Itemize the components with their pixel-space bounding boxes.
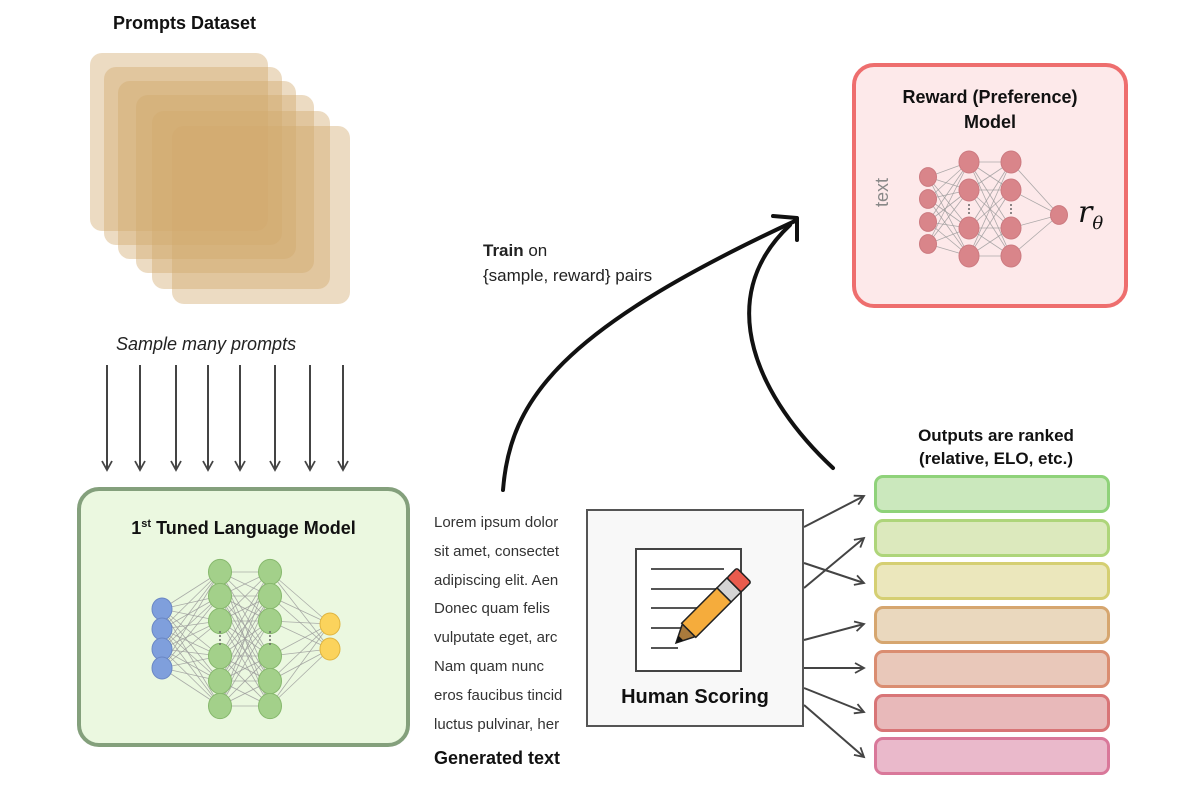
language-model-network <box>151 558 341 720</box>
ranking-arrow <box>803 687 866 715</box>
generated-text-line: luctus pulvinar, her <box>434 715 560 733</box>
network-edges <box>927 161 1060 257</box>
prompt-card <box>136 95 314 273</box>
generated-text-title: Generated text <box>434 748 561 768</box>
network-node <box>1000 244 1022 268</box>
prompt-card <box>90 53 268 231</box>
network-node <box>1050 205 1068 225</box>
network-node <box>258 558 282 586</box>
ranked-output-bar <box>874 562 1110 601</box>
generated-text-line: Lorem ipsum dolor <box>434 514 559 531</box>
reward-title-line1: Reward (Preference) <box>902 87 1078 107</box>
ranked-output-bar <box>874 518 1110 557</box>
train-label-line2: {sample, reward} pairs <box>483 266 653 285</box>
reward-output-r: r <box>1078 195 1093 230</box>
train-arrow-head <box>771 214 799 242</box>
ranking-to-reward-curve <box>747 223 835 470</box>
generated-text-body: Lorem ipsum dolor sit amet, consectet adip… <box>434 509 562 739</box>
network-node <box>258 692 282 720</box>
network-node <box>208 582 232 610</box>
prompt-card <box>172 126 350 304</box>
network-node <box>1000 216 1022 240</box>
network-node <box>258 582 282 610</box>
generated-text-line: Donec quam felis <box>434 600 550 618</box>
reward-output-label: rθ <box>1078 195 1103 234</box>
ranked-output-bar <box>874 606 1110 645</box>
ranked-output-bar <box>874 693 1110 732</box>
reward-model-box: Reward (Preference) Model text rθ <box>852 63 1128 308</box>
network-node <box>208 642 232 670</box>
ranked-outputs-title: Outputs are ranked (relative, ELO, etc.) <box>876 424 1116 470</box>
network-node <box>151 617 173 641</box>
ranking-arrow <box>803 536 866 589</box>
network-node <box>958 150 980 174</box>
prompt-card <box>152 111 330 289</box>
train-label-bold: Train <box>483 241 524 260</box>
network-node <box>258 667 282 695</box>
reward-output-theta: θ <box>1092 213 1104 234</box>
ranking-arrow <box>803 494 866 528</box>
title-rest: Tuned Language Model <box>151 518 356 538</box>
prompt-card <box>104 67 282 245</box>
ranked-title-line1: Outputs are ranked <box>918 426 1074 445</box>
network-node <box>919 189 937 209</box>
ranked-output-bar <box>874 475 1110 513</box>
reward-model-network <box>919 150 1068 268</box>
ranked-output-bar <box>874 737 1110 776</box>
network-node <box>919 234 937 254</box>
generated-text-line: Nam quam nunc <box>434 657 545 675</box>
network-node <box>1000 150 1022 174</box>
network-node <box>919 212 937 232</box>
generated-text-line: sit amet, consectet <box>434 542 560 560</box>
network-node <box>151 656 173 680</box>
network-node <box>208 558 232 586</box>
reward-input-label: text <box>872 177 892 207</box>
network-node <box>151 597 173 621</box>
document-pencil-icon <box>635 548 751 672</box>
network-node <box>958 244 980 268</box>
sample-arrows <box>101 365 349 472</box>
ranking-arrows <box>803 494 866 759</box>
network-node <box>919 167 937 187</box>
train-label-rest: on <box>523 241 548 260</box>
prompts-dataset-title: Prompts Dataset <box>113 13 257 33</box>
train-arrow <box>501 219 797 492</box>
network-node <box>319 612 341 636</box>
generated-text-line: eros faucibus tincid <box>434 686 563 704</box>
sample-prompts-label: Sample many prompts <box>116 334 297 354</box>
title-sup: st <box>141 518 152 530</box>
reward-model-title: Reward (Preference) Model <box>856 85 1124 135</box>
network-node <box>258 642 282 670</box>
ranking-arrow <box>803 562 866 586</box>
network-nodes <box>151 558 341 720</box>
language-model-box: 1st Tuned Language Model <box>77 487 410 747</box>
prompt-card <box>118 81 296 259</box>
network-nodes <box>919 150 1068 268</box>
network-node <box>1000 178 1022 202</box>
ranked-output-bar <box>874 649 1110 688</box>
language-model-title: 1st Tuned Language Model <box>81 518 406 539</box>
network-node <box>958 216 980 240</box>
ranking-arrow <box>803 704 866 759</box>
ranked-title-line2: (relative, ELO, etc.) <box>919 449 1073 468</box>
human-scoring-label: Human Scoring <box>621 686 769 708</box>
network-node <box>258 607 282 635</box>
title-prefix: 1 <box>131 518 142 538</box>
ranking-arrow <box>803 620 866 641</box>
network-node <box>208 667 232 695</box>
reward-title-line2: Model <box>964 112 1016 132</box>
network-node <box>208 692 232 720</box>
network-node <box>319 637 341 661</box>
train-label: Train on {sample, reward} pairs <box>483 238 652 288</box>
network-edges <box>161 571 331 707</box>
network-node <box>208 607 232 635</box>
generated-text-line: vulputate eget, arc <box>434 629 558 647</box>
network-node <box>958 178 980 202</box>
generated-text-line: adipiscing elit. Aen <box>434 571 559 589</box>
human-scoring-box: Human Scoring <box>586 509 804 727</box>
